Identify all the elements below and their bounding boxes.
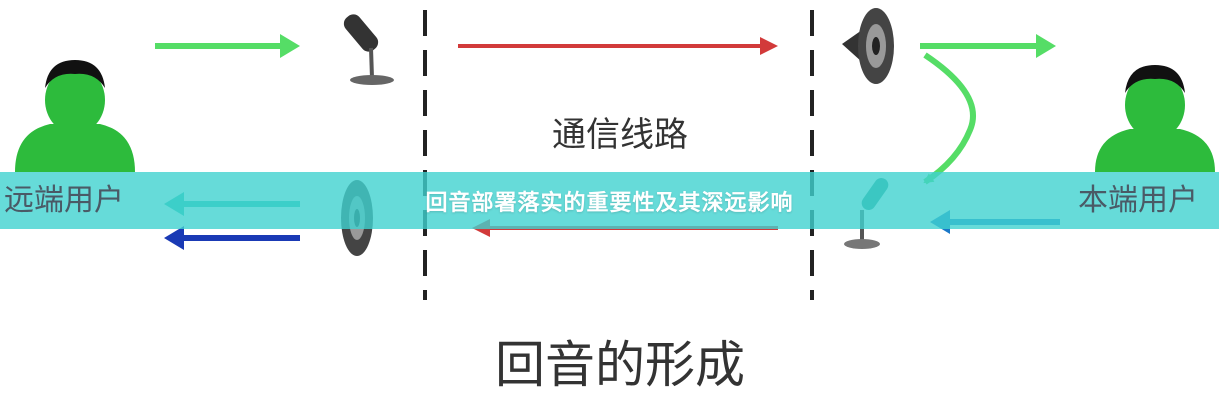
near-user-label: 本端用户 [1078,183,1198,218]
green-arrow-far-to-mic [155,34,300,58]
blue-arrow-to-far [164,226,300,250]
far-user-label: 远端用户 [4,183,124,218]
green-echo-curve [923,52,976,185]
red-arrow-forward [458,37,778,55]
title-banner: 回音部署落实的重要性及其深远影响 [0,172,1219,229]
diagram-caption: 回音的形成 [495,336,745,394]
right-speaker-icon [842,8,894,84]
near-user-icon [1095,65,1215,172]
green-arrow-speaker-to-near [920,34,1056,58]
far-user-icon [15,60,135,172]
left-microphone-icon [343,14,394,85]
channel-label: 通信线路 [552,115,688,155]
banner-title: 回音部署落实的重要性及其深远影响 [425,190,794,216]
